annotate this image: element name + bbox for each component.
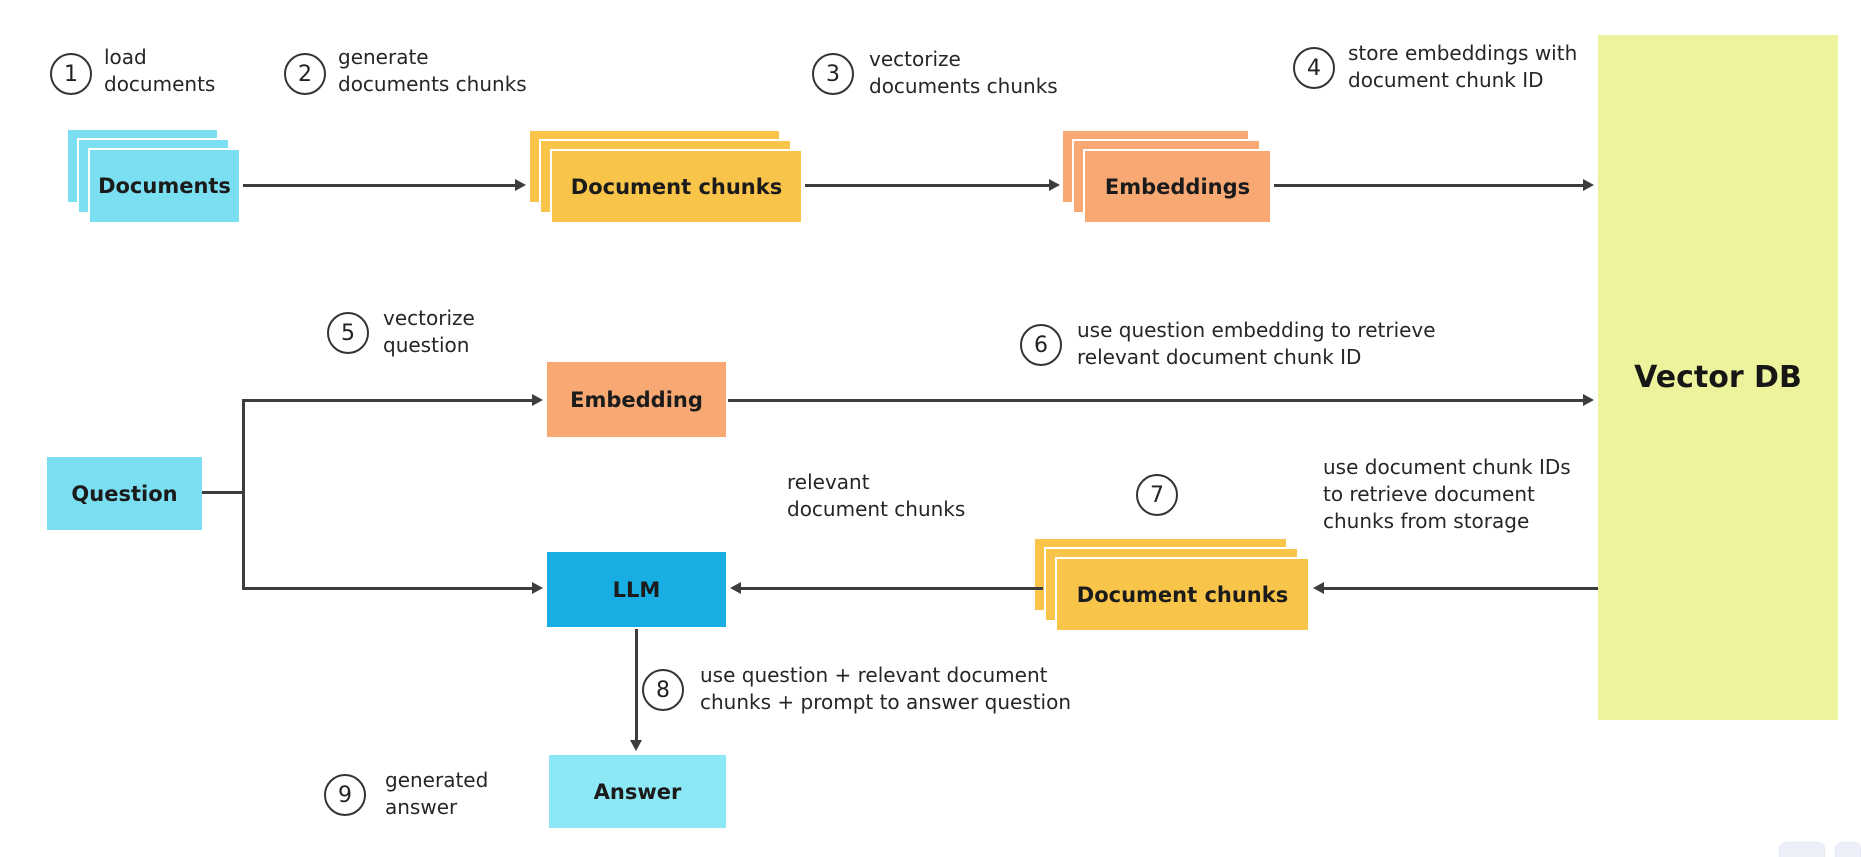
step-1-line-1: load <box>104 45 147 69</box>
step-2-line-2: documents chunks <box>338 72 527 96</box>
documents-label: Documents <box>88 148 241 224</box>
step-4-line-1: store embeddings with <box>1348 41 1578 65</box>
connector-branch-vertical <box>242 398 245 590</box>
step-6-line-1: use question embedding to retrieve <box>1077 318 1436 342</box>
arrow-question-to-embedding <box>243 393 543 406</box>
step-7-badge: 7 <box>1136 474 1178 516</box>
step-7-line-3: chunks from storage <box>1323 509 1530 533</box>
relevant-chunks-line-2: document chunks <box>787 497 966 521</box>
step-7-line-2: to retrieve document <box>1323 482 1535 506</box>
ghost-player-button-1[interactable] <box>1779 842 1825 857</box>
llm-node: LLM <box>547 552 726 627</box>
embeddings-node: Embeddings <box>1061 129 1272 224</box>
vector-db-label: Vector DB <box>1634 360 1802 395</box>
step-1-label: load documents <box>104 44 215 98</box>
step-6-line-2: relevant document chunk ID <box>1077 345 1362 369</box>
arrow-documents-to-document-chunks <box>243 178 526 191</box>
step-4-label: store embeddings with document chunk ID <box>1348 40 1577 94</box>
step-7-label: use document chunk IDs to retrieve docum… <box>1323 454 1571 535</box>
step-5-line-2: question <box>383 333 470 357</box>
step-8-line-1: use question + relevant document <box>700 663 1048 687</box>
step-8-line-2: chunks + prompt to answer question <box>700 690 1072 714</box>
step-2-label: generate documents chunks <box>338 44 527 98</box>
arrow-embeddings-to-vector-db <box>1274 178 1594 191</box>
embeddings-label: Embeddings <box>1083 149 1272 224</box>
step-2-line-1: generate <box>338 45 429 69</box>
step-1-line-2: documents <box>104 72 216 96</box>
step-9-label: generated answer <box>385 767 488 821</box>
step-2-badge: 2 <box>284 53 326 95</box>
embedding-node: Embedding <box>547 362 726 437</box>
vector-db-node: Vector DB <box>1598 35 1838 720</box>
step-5-label: vectorize question <box>383 305 475 359</box>
step-8-badge: 8 <box>642 669 684 711</box>
step-6-label: use question embedding to retrieve relev… <box>1077 317 1436 371</box>
arrow-llm-to-answer <box>630 629 642 751</box>
step-3-line-2: documents chunks <box>869 74 1058 98</box>
arrow-document-chunks-to-embeddings <box>805 178 1060 191</box>
document-chunks-2-node: Document chunks <box>1033 537 1310 632</box>
step-7-line-1: use document chunk IDs <box>1323 455 1571 479</box>
document-chunks-1-label: Document chunks <box>550 149 803 224</box>
step-3-badge: 3 <box>812 53 854 95</box>
step-1-badge: 1 <box>50 53 92 95</box>
relevant-chunks-annotation: relevant document chunks <box>787 469 965 523</box>
step-9-line-1: generated <box>385 768 489 792</box>
document-chunks-1-node: Document chunks <box>528 129 803 224</box>
step-5-badge: 5 <box>327 312 369 354</box>
step-3-label: vectorize documents chunks <box>869 46 1058 100</box>
arrow-vector-db-to-document-chunks <box>1313 581 1598 594</box>
answer-node: Answer <box>549 755 726 828</box>
documents-node: Documents <box>66 128 241 224</box>
connector-question-to-branch <box>202 490 243 494</box>
step-5-line-1: vectorize <box>383 306 475 330</box>
question-node: Question <box>47 457 202 530</box>
step-4-line-2: document chunk ID <box>1348 68 1544 92</box>
step-6-badge: 6 <box>1020 324 1062 366</box>
document-chunks-2-label: Document chunks <box>1055 557 1310 632</box>
arrow-embedding-to-vector-db <box>728 393 1594 406</box>
ghost-player-button-2[interactable] <box>1835 842 1861 857</box>
relevant-chunks-line-1: relevant <box>787 470 870 494</box>
arrow-document-chunks-to-llm <box>730 581 1043 594</box>
step-8-label: use question + relevant document chunks … <box>700 662 1071 716</box>
step-9-badge: 9 <box>324 774 366 816</box>
step-4-badge: 4 <box>1293 47 1335 89</box>
step-9-line-2: answer <box>385 795 458 819</box>
step-3-line-1: vectorize <box>869 47 961 71</box>
arrow-question-to-llm <box>243 581 543 594</box>
